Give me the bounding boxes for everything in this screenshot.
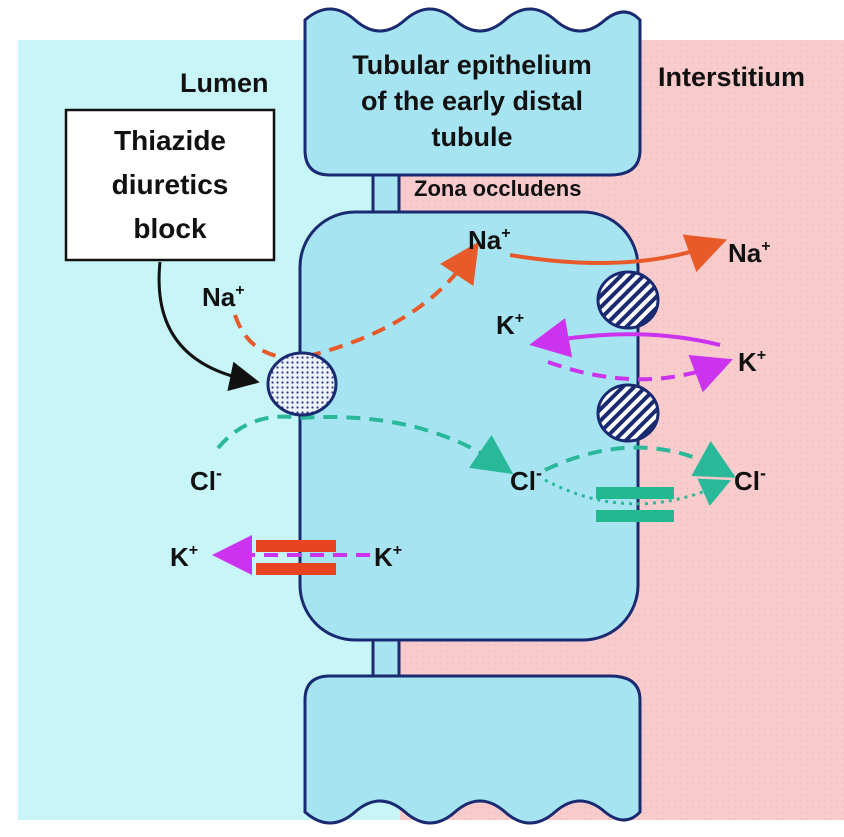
- cl-channel-bottom: [596, 510, 674, 522]
- cell-title-line-2: of the early distal: [361, 86, 583, 116]
- thiazide-line-2: diuretics: [112, 169, 229, 200]
- main-cell: [298, 210, 640, 642]
- thiazide-box: [64, 108, 276, 262]
- k-interstitium-label: K+: [738, 347, 766, 377]
- tight-junction-upper: [371, 168, 401, 218]
- cl-interstitium-label: Cl-: [734, 463, 766, 496]
- k-cell-label: K+: [496, 310, 524, 340]
- na-luminal-arrow: [233, 241, 479, 361]
- cl-lumen-label: Cl-: [190, 463, 222, 496]
- k-cell-apical-label: K+: [374, 542, 402, 572]
- thiazide-line-3: block: [133, 213, 207, 244]
- cl-luminal-arrow: [216, 414, 514, 475]
- k-channel-top: [256, 540, 336, 552]
- na-k-pump-lower: [596, 383, 660, 443]
- na-k-pump-upper: [596, 270, 660, 330]
- cell-title-line-1: Tubular epithelium: [352, 50, 592, 80]
- lumen-label: Lumen: [180, 68, 269, 98]
- thiazide-line-1: Thiazide: [114, 125, 226, 156]
- zona-occludens-label: Zona occludens: [414, 176, 581, 201]
- k-channel-bottom: [256, 563, 336, 575]
- na-basolateral-arrow: [509, 234, 728, 273]
- bottom-cell: [303, 674, 642, 825]
- cl-cell-label: Cl-: [510, 463, 542, 496]
- thiazide-block-arrow: [157, 261, 260, 392]
- ncc-transporter: [266, 351, 338, 417]
- interstitium-label: Interstitium: [658, 62, 805, 92]
- cl-basolateral-arrow: [544, 440, 737, 478]
- top-cell: [303, 7, 642, 177]
- na-lumen-label: Na+: [202, 282, 245, 312]
- na-interstitium-label: Na+: [728, 238, 771, 268]
- na-cell-label: Na+: [468, 225, 511, 255]
- cl-channel-top: [596, 487, 674, 499]
- k-pump-arrow-in: [529, 318, 721, 358]
- cl-channel-dotted: [544, 478, 731, 507]
- cell-title-line-3: tubule: [432, 122, 513, 152]
- k-lumen-label: K+: [170, 542, 198, 572]
